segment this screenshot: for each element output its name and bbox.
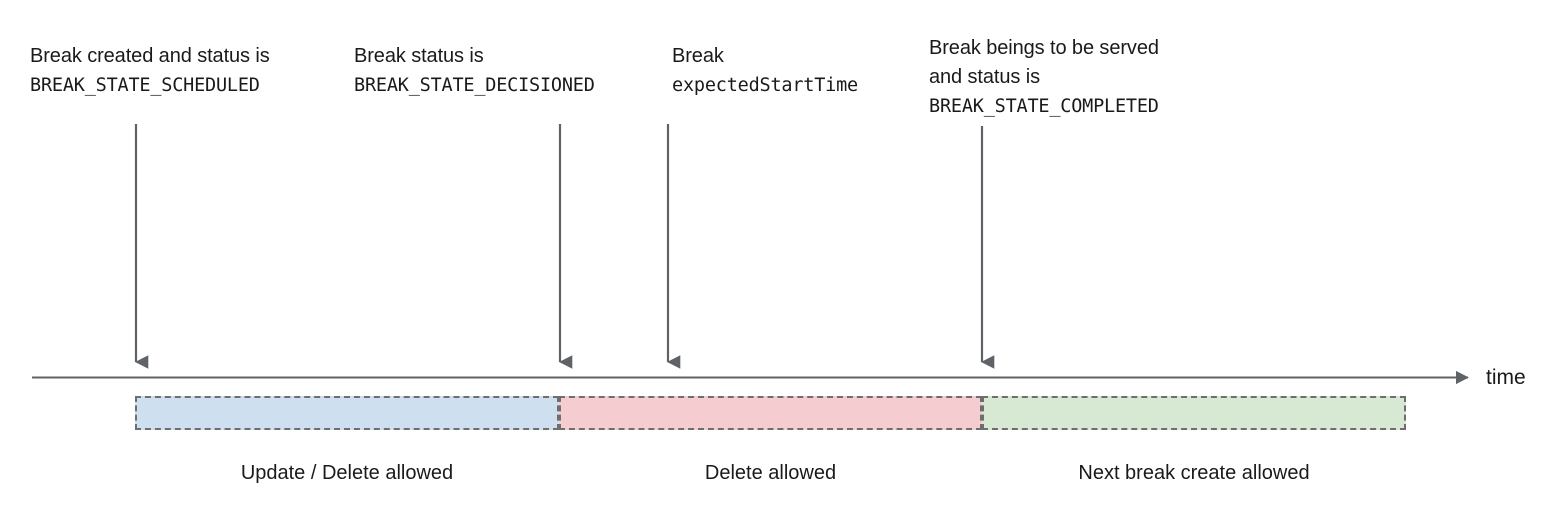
time-axis-label: time	[1486, 366, 1526, 389]
event-label-line: Break created and status is	[30, 45, 270, 67]
event-label-break-decisioned: Break status is BREAK_STATE_DECISIONED	[354, 42, 595, 100]
phase-caption-decisioned: Delete allowed	[704, 462, 837, 484]
event-label-break-completed: Break beings to be served and status is …	[929, 34, 1159, 121]
event-label-status-code: BREAK_STATE_SCHEDULED	[30, 75, 260, 96]
event-label-break-created: Break created and status is BREAK_STATE_…	[30, 42, 270, 100]
event-label-break-expected-start: Break expectedStartTime	[672, 42, 858, 100]
phase-bar-scheduled	[135, 396, 559, 430]
event-label-line: Break beings to be served	[929, 37, 1159, 59]
event-label-line: Break status is	[354, 45, 484, 67]
event-label-line: Break	[672, 45, 724, 67]
event-label-field-code: expectedStartTime	[672, 75, 858, 96]
phase-bar-completed	[982, 396, 1406, 430]
event-label-status-code: BREAK_STATE_COMPLETED	[929, 96, 1159, 117]
phase-caption-completed: Next break create allowed	[1078, 462, 1310, 484]
event-label-status-code: BREAK_STATE_DECISIONED	[354, 75, 595, 96]
phase-bar-decisioned	[559, 396, 982, 430]
event-label-line: and status is	[929, 66, 1040, 88]
phase-caption-scheduled: Update / Delete allowed	[240, 462, 454, 484]
